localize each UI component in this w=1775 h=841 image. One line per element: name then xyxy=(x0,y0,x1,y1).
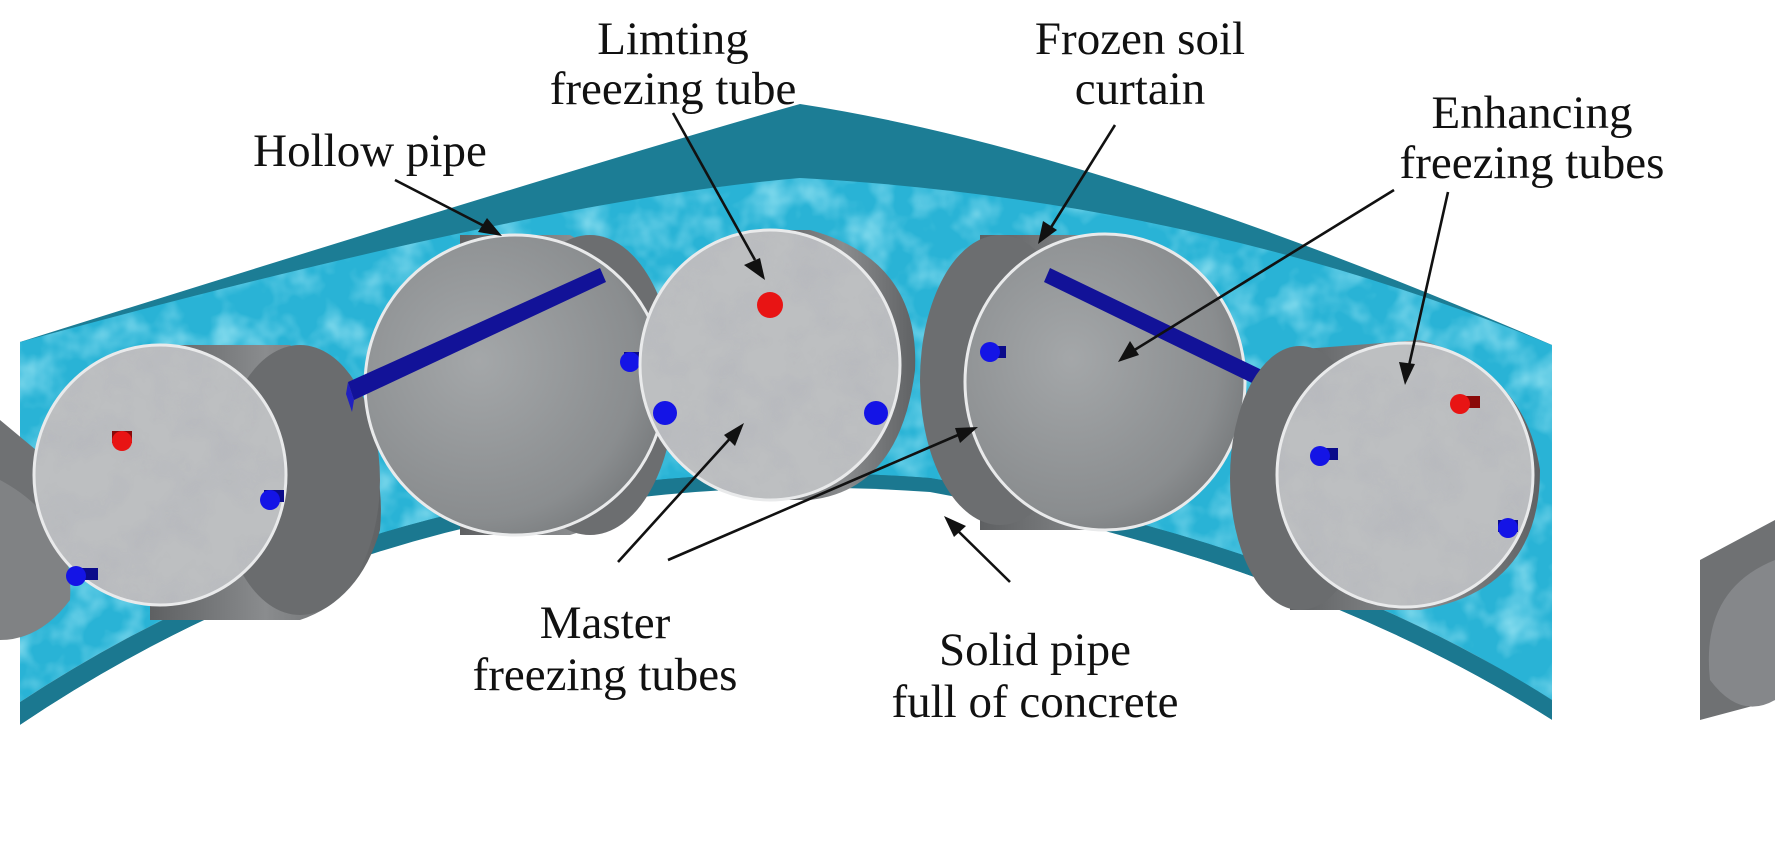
enhancing-label-line2: freezing tubes xyxy=(1400,137,1665,189)
annotation-arrows xyxy=(394,112,1450,583)
enhancing-tube-marker xyxy=(980,342,1006,362)
master-tube-marker xyxy=(260,490,284,510)
master-tube-marker xyxy=(1310,446,1338,466)
arrow-solid xyxy=(954,527,1011,583)
master-tube-marker xyxy=(1498,518,1518,538)
arrow-enhancing-2 xyxy=(1406,191,1450,371)
enhancing-label-line1: Enhancing xyxy=(1432,87,1633,139)
arrow-enhancing-1 xyxy=(1127,188,1395,356)
frozen-soil-label-line1: Frozen soil xyxy=(1035,13,1245,65)
hollow-interior xyxy=(965,234,1245,530)
arrowhead-hollow xyxy=(478,218,502,236)
arrow-master-1 xyxy=(617,432,736,563)
hollow-interior xyxy=(365,235,665,535)
frozen-soil-label-line2: curtain xyxy=(1075,63,1206,115)
solid-pipe-right xyxy=(1230,340,1540,610)
limiting-tube-marker xyxy=(757,292,783,318)
limiting-label-line2: freezing tube xyxy=(550,63,797,115)
solid-pipe-label-line1: Solid pipe xyxy=(939,624,1131,676)
arrowhead-enhancing-2 xyxy=(1399,362,1415,385)
curtain-bottom-edge xyxy=(20,473,1552,725)
arrowhead-limiting xyxy=(744,258,765,280)
partial-pipe-right xyxy=(1700,520,1775,720)
arrowhead-master-1 xyxy=(724,423,744,446)
arrow-limiting xyxy=(671,112,757,261)
arrowhead-enhancing-1 xyxy=(1118,341,1139,362)
arrowhead-master-2 xyxy=(955,427,978,443)
master-tube-marker xyxy=(653,401,677,425)
hollow-pipe-right xyxy=(920,232,1264,532)
hollow-pipe-label: Hollow pipe xyxy=(253,125,487,177)
enhancing-tube-bar xyxy=(346,268,606,412)
limiting-tube-marker xyxy=(112,431,132,451)
solid-pipe-left xyxy=(32,343,381,620)
solid-pipe-label-line2: full of concrete xyxy=(891,676,1178,728)
master-label-line2: freezing tubes xyxy=(473,649,738,701)
master-tube-marker xyxy=(864,401,888,425)
arrow-master-2 xyxy=(667,430,966,562)
arrow-hollow xyxy=(394,178,489,230)
labels: Limting freezing tube Frozen soil curtai… xyxy=(253,13,1664,728)
master-tube-marker xyxy=(66,566,98,586)
curtain-inner-white xyxy=(20,487,1552,841)
arrow-frozen xyxy=(1048,124,1117,230)
arrowhead-solid xyxy=(944,516,966,537)
arrowhead-frozen xyxy=(1038,221,1057,244)
limiting-tube-marker xyxy=(1450,394,1480,414)
hollow-pipe-left xyxy=(346,233,681,537)
solid-pipe-center xyxy=(638,228,916,502)
limiting-label-line1: Limting xyxy=(597,13,748,65)
master-label-line1: Master xyxy=(540,597,671,649)
